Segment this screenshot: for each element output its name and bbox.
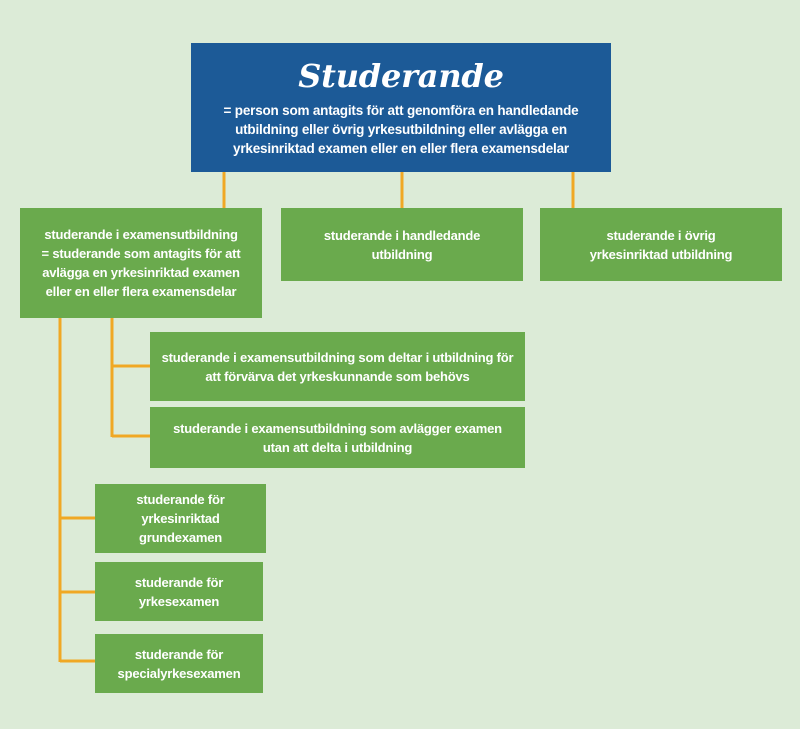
participating-in-training-box: studerande i examensutbildning som delta… bbox=[150, 332, 525, 401]
exam-training-definition: = studerande som antagits för att avlägg… bbox=[41, 246, 241, 299]
further-vocational-box: studerande för yrkesexamen bbox=[95, 562, 263, 621]
vocational-upper-secondary-box: studerande för yrkesinriktad grundexamen bbox=[95, 484, 266, 553]
specialist-vocational-box: studerande för specialyrkesexamen bbox=[95, 634, 263, 693]
exam-training-box: studerande i examensutbildning = studera… bbox=[20, 208, 262, 318]
other-vocational-label: studerande i övrig yrkesinriktad utbildn… bbox=[589, 227, 733, 262]
exam-training-title: studerande i examensutbildning bbox=[44, 227, 238, 242]
other-vocational-box: studerande i övrig yrkesinriktad utbildn… bbox=[540, 208, 782, 281]
participating-in-training-label: studerande i examensutbildning som delta… bbox=[161, 349, 514, 384]
vocational-upper-secondary-label: studerande för yrkesinriktad grundexamen bbox=[136, 492, 225, 545]
guiding-training-label: studerande i handledande utbildning bbox=[323, 227, 481, 262]
guiding-training-box: studerande i handledande utbildning bbox=[281, 208, 523, 281]
studerande-definition: = person som antagits för att genomföra … bbox=[223, 103, 579, 156]
specialist-vocational-label: studerande för specialyrkesexamen bbox=[117, 646, 241, 681]
studerande-title: Studerande bbox=[298, 57, 504, 95]
exam-without-training-label: studerande i examensutbildning som avläg… bbox=[173, 420, 502, 455]
studerande-top-box: Studerande = person som antagits för att… bbox=[191, 43, 611, 172]
exam-without-training-box: studerande i examensutbildning som avläg… bbox=[150, 407, 525, 468]
further-vocational-label: studerande för yrkesexamen bbox=[134, 574, 224, 609]
